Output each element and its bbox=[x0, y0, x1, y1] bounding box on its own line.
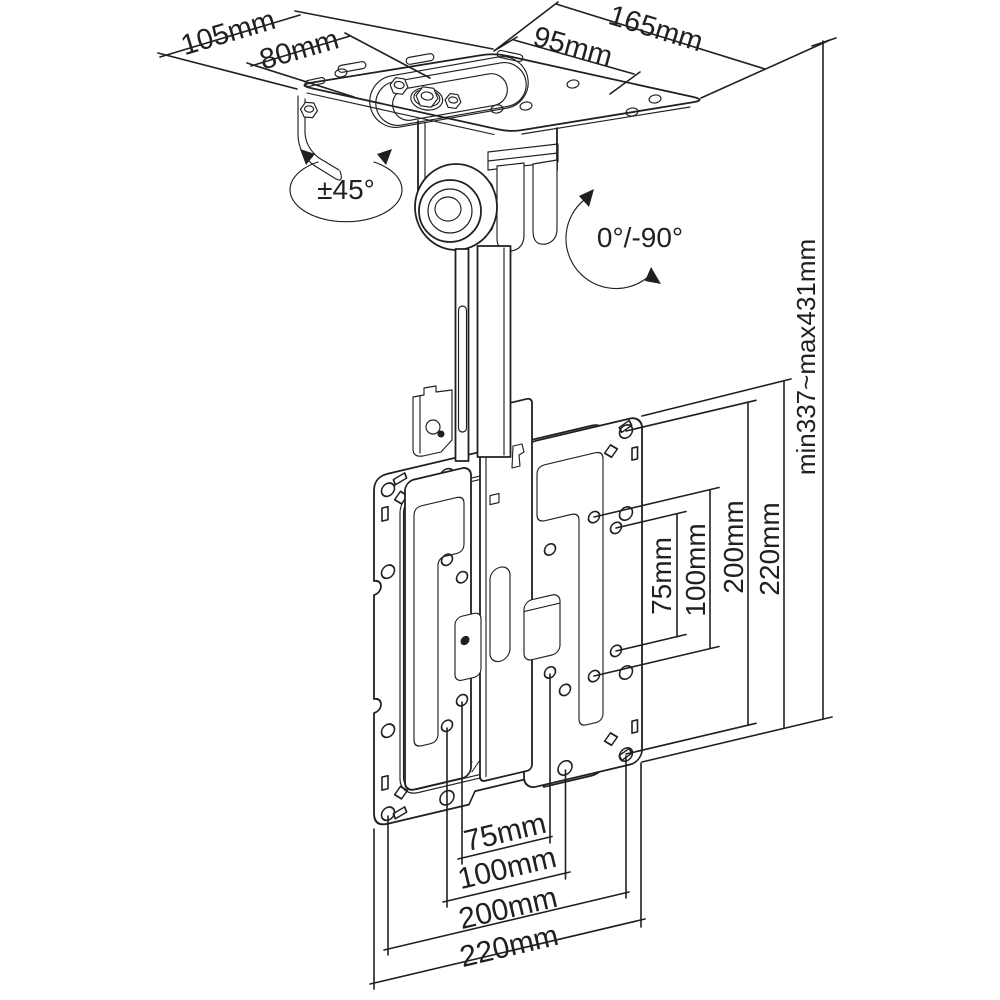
right-witness-lines bbox=[593, 378, 833, 763]
dim-line-bottom-75 bbox=[457, 835, 553, 860]
rail-hook-tab bbox=[511, 443, 525, 469]
tilt-arrow-top bbox=[579, 189, 594, 207]
dim-line-bottom-100 bbox=[442, 871, 571, 903]
hook-bolt bbox=[437, 430, 445, 438]
swivel-arc bbox=[289, 161, 403, 223]
center-rail bbox=[454, 397, 561, 782]
label-height-range: min337~max431mm bbox=[791, 239, 821, 475]
clip-bolt bbox=[460, 635, 470, 646]
dim-line-105 bbox=[159, 14, 301, 58]
left-slider-bracket bbox=[404, 467, 472, 791]
fork-tongue-rear bbox=[532, 159, 558, 245]
tilt-arrow-bottom bbox=[645, 267, 661, 284]
tilt-arc bbox=[565, 199, 649, 290]
label-tilt-angle: 0°/-90° bbox=[597, 222, 683, 253]
label-swivel-angle: ±45° bbox=[317, 174, 375, 205]
vesa-plate-assembly bbox=[373, 397, 643, 826]
label-plate-width: 165mm bbox=[605, 0, 707, 58]
label-vesa-right-200: 200mm bbox=[718, 500, 749, 593]
rail-slot bbox=[489, 566, 511, 663]
arm-adjustment-slot bbox=[457, 305, 468, 433]
plate-left-bracket bbox=[297, 95, 342, 181]
label-vesa-right-75: 75mm bbox=[646, 537, 677, 615]
swivel-knob bbox=[414, 163, 498, 251]
labels: 105mm 80mm 95mm 165mm ±45° 0°/-90° min33… bbox=[177, 0, 821, 974]
dim-line-165 bbox=[555, 3, 766, 70]
rail-square-hole bbox=[489, 492, 500, 506]
fork-tongue-front bbox=[496, 162, 525, 252]
label-vesa-right-100: 100mm bbox=[680, 523, 711, 616]
dimension-lines bbox=[157, 1, 837, 990]
dim-line-height bbox=[811, 37, 837, 720]
bottom-witness-lines bbox=[373, 673, 642, 990]
swivel-arrow-left bbox=[300, 149, 315, 165]
ceiling-plate bbox=[297, 49, 701, 181]
dim-line-bottom-200 bbox=[383, 891, 630, 951]
label-vesa-right-220: 220mm bbox=[754, 502, 785, 595]
dim-line-95 bbox=[513, 39, 635, 75]
dim-line-bottom-220 bbox=[369, 918, 646, 985]
extension-arm bbox=[412, 245, 525, 469]
left-clip bbox=[454, 612, 482, 682]
swivel-arrow-right bbox=[377, 149, 392, 165]
back-plate-corner-slots bbox=[381, 472, 409, 820]
angle-annotations bbox=[289, 149, 661, 290]
swivel-joint bbox=[414, 120, 559, 252]
dim-line-80 bbox=[250, 35, 351, 67]
plate-holes bbox=[334, 68, 662, 117]
arm-rear-column bbox=[476, 245, 512, 458]
plate-bolts bbox=[389, 77, 462, 111]
top-witness-lines bbox=[157, 1, 831, 99]
plate-recess bbox=[369, 56, 529, 128]
right-clip bbox=[523, 594, 561, 661]
